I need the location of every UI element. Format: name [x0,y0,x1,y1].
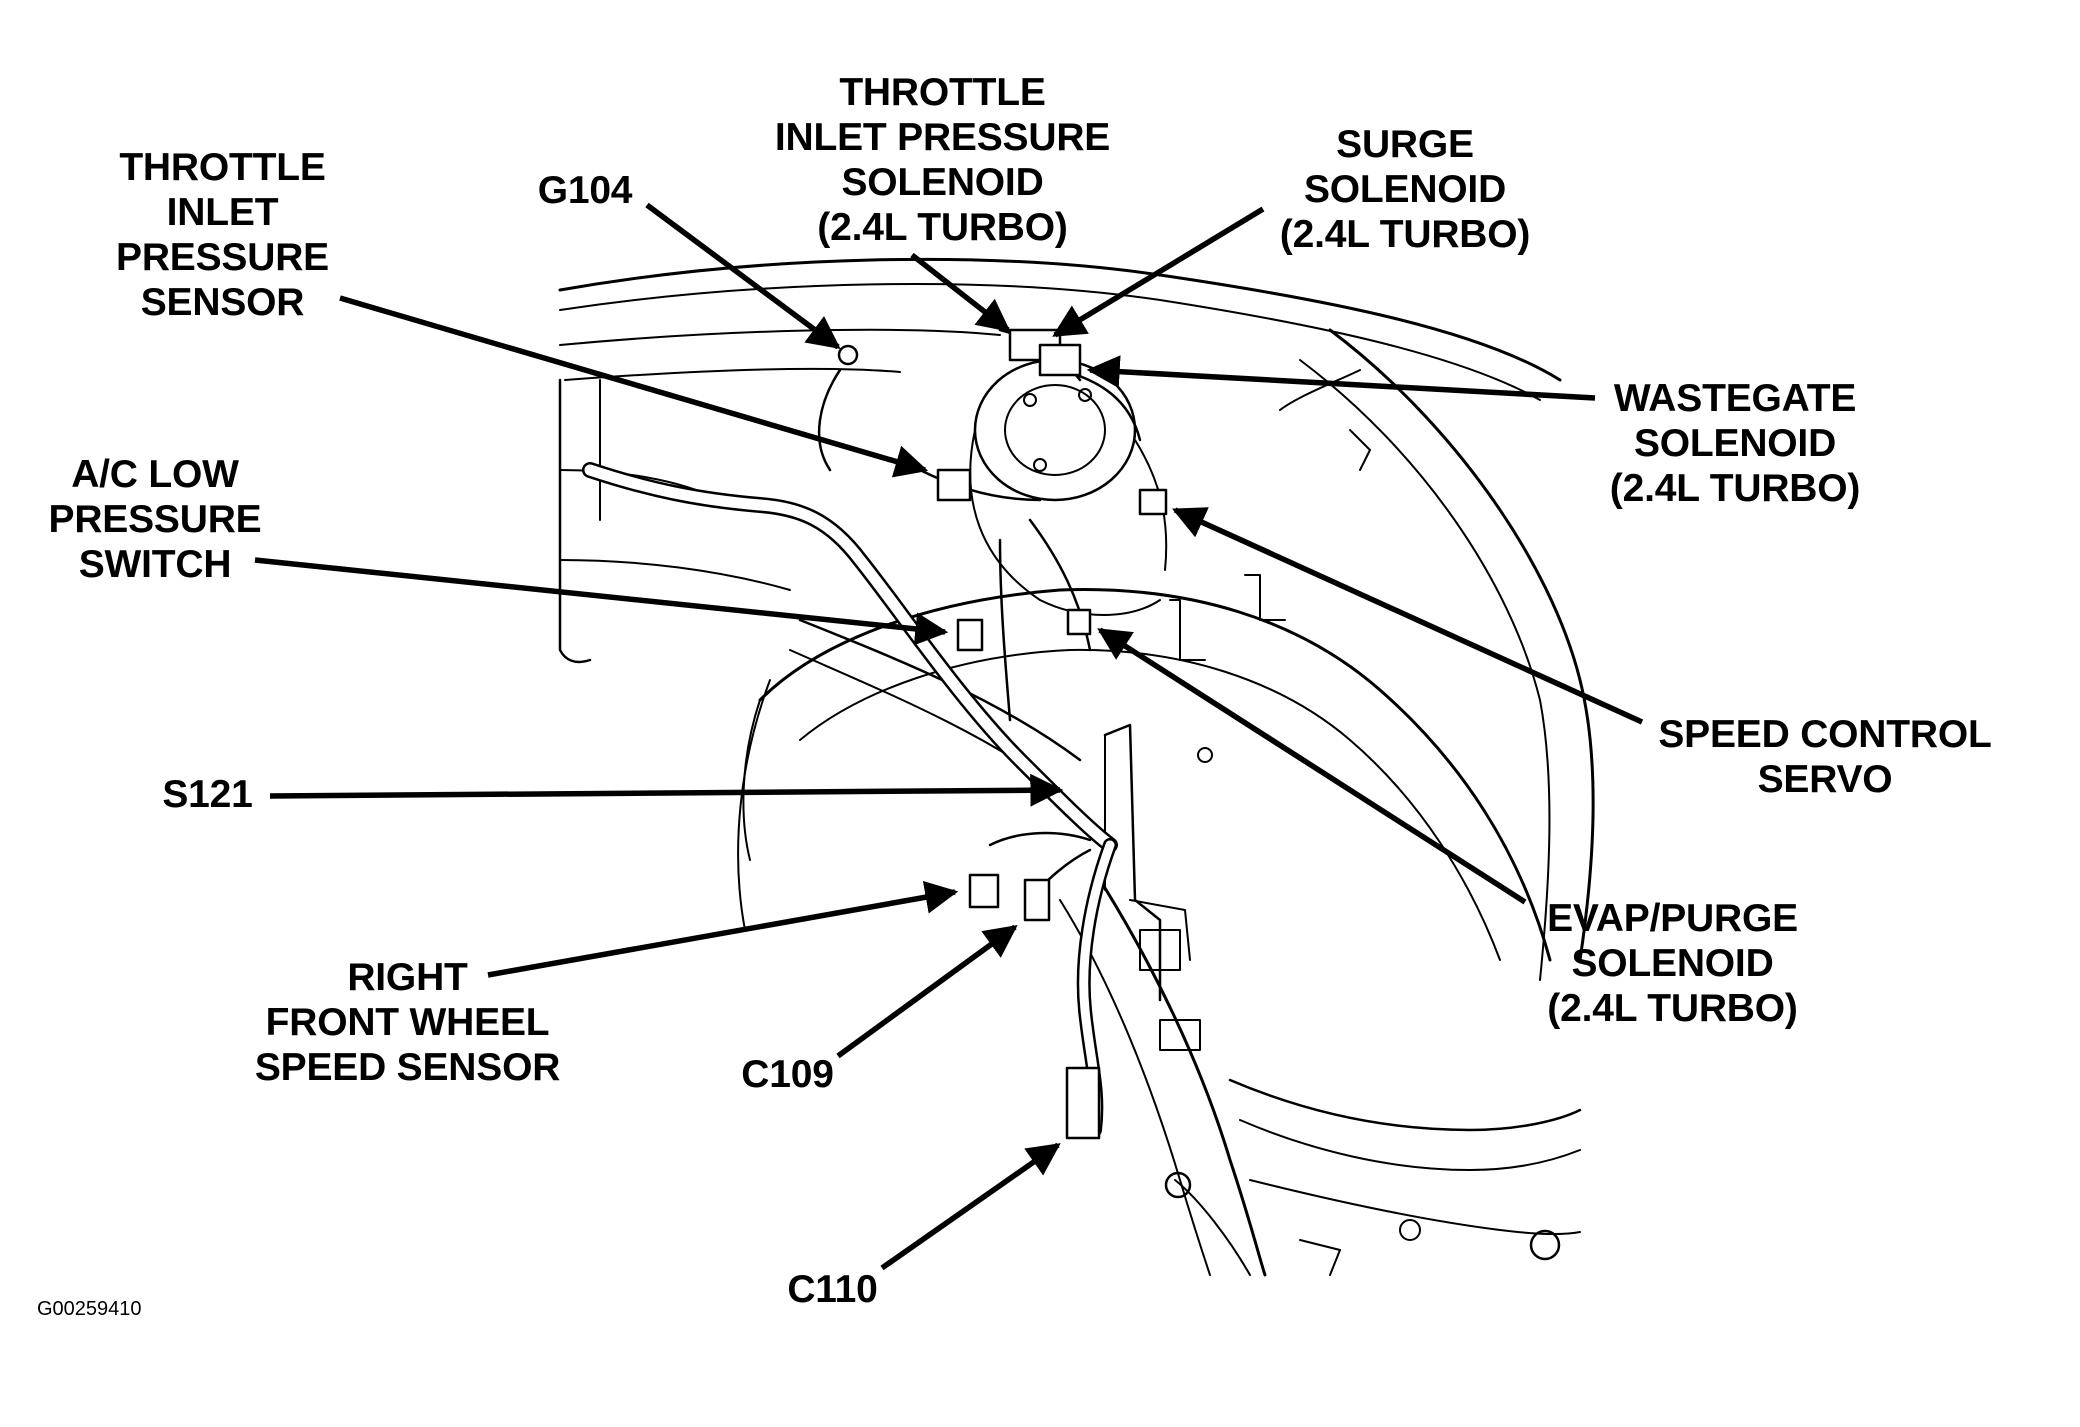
c109-connector [1023,878,1051,922]
leader-evap-solenoid [1097,627,1527,905]
evap-solenoid-body [1066,608,1092,636]
label-c110: C110 [787,1268,878,1311]
leader-s121 [269,773,1064,807]
leader-lines [254,202,1644,1271]
leader-wheel-speed-sensor [487,880,959,978]
figure-id: G00259410 [37,1298,142,1320]
label-right-front-wheel-speed-sensor: RIGHT FRONT WHEEL SPEED SENSOR [254,956,561,1089]
leader-speed-control-servo [1171,507,1644,725]
leader-throttle-solenoid [910,252,1011,333]
leader-throttle-sensor [339,295,929,478]
label-ac-low-pressure-switch: A/C LOW PRESSURE SWITCH [48,453,262,586]
vehicle-body-linework [558,257,1595,1277]
label-surge-solenoid: SURGE SOLENOID (2.4L TURBO) [1279,123,1531,256]
leader-ac-switch [254,557,949,646]
label-throttle-inlet-pressure-solenoid: THROTTLE INLET PRESSURE SOLENOID (2.4L T… [774,71,1111,249]
components [837,328,1168,1140]
label-g104: G104 [537,169,633,212]
label-evap-purge-solenoid: EVAP/PURGE SOLENOID (2.4L TURBO) [1547,897,1798,1030]
wheel-sensor-connector [968,873,1000,909]
label-wastegate-solenoid: WASTEGATE SOLENOID (2.4L TURBO) [1609,377,1861,510]
servo-connector [1138,488,1168,516]
g104-ground [837,344,859,366]
c110-connector [1065,1066,1101,1140]
throttle-sensor-body [936,468,972,502]
label-throttle-inlet-pressure-sensor: THROTTLE INLET PRESSURE SENSOR [116,146,329,324]
leader-c110 [880,1142,1061,1271]
label-c109: C109 [741,1053,834,1096]
leader-c109 [836,924,1018,1059]
label-s121: S121 [162,773,253,816]
leader-wastegate-solenoid [1086,355,1596,401]
leader-g104 [645,202,841,350]
label-speed-control-servo: SPEED CONTROL SERVO [1658,713,1992,801]
ac-switch-body [956,618,984,652]
leader-surge-solenoid [1052,206,1265,338]
surge-solenoid-body [1038,343,1082,377]
